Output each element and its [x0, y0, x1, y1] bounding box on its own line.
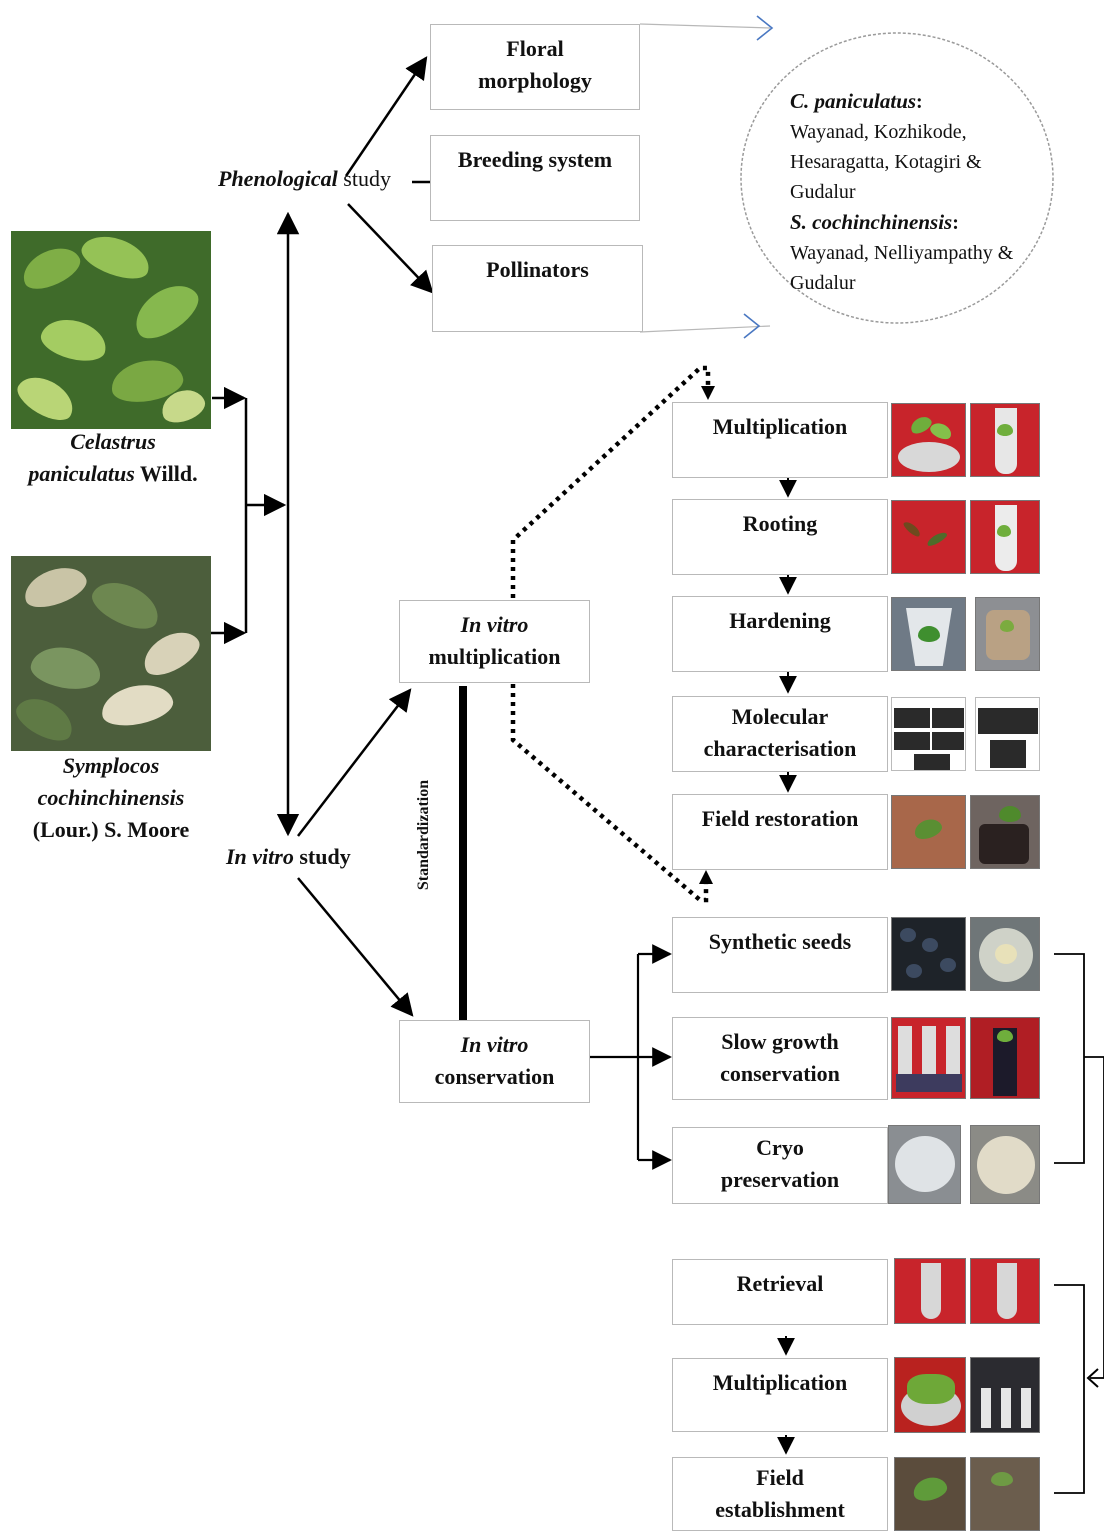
phenology-branches	[344, 56, 434, 294]
s-cochinchinensis-sites: Wayanad, Nelliyampathy & Gudalur	[790, 242, 1014, 294]
step-molecular-box: Molecular characterisation	[672, 696, 888, 772]
retrieval-multiplication-box: Multiplication	[672, 1358, 888, 1432]
step-hardening-box: Hardening	[672, 596, 888, 672]
phenological-study-label: Phenological study	[218, 166, 391, 192]
symplocos-caption: Symplocos cochinchinensis (Lour.) S. Moo…	[8, 750, 214, 846]
molecular-photo-2	[975, 697, 1040, 771]
multiplication-photo-2	[970, 403, 1040, 477]
c-paniculatus-heading: C. paniculatus	[790, 89, 917, 113]
standardization-bar	[459, 686, 467, 1020]
retrieval-photo-2	[970, 1258, 1040, 1324]
field-restoration-photo-1	[891, 795, 966, 869]
invitro-multiplication-box: In vitro multiplication	[399, 600, 590, 683]
rooting-photo-2	[970, 500, 1040, 574]
synthetic-seeds-photo-1	[891, 917, 966, 991]
floral-morphology-box: Floral morphology	[430, 24, 640, 110]
synthetic-seeds-photo-2	[970, 917, 1040, 991]
phenological-rest: study	[337, 166, 391, 191]
collection-sites: C. paniculatus: Wayanad, Kozhikode, Hesa…	[790, 86, 1030, 298]
field-establishment-line-1: Field	[756, 1465, 804, 1490]
ivc-italic: In vitro	[460, 1032, 529, 1057]
rooting-photo-1	[891, 500, 966, 574]
step-multiplication-box: Multiplication	[672, 402, 888, 478]
slow-growth-photo-1	[891, 1017, 966, 1099]
retrieval-multiplication-photo-2	[970, 1357, 1040, 1433]
c-paniculatus-sites: Wayanad, Kozhikode, Hesaragatta, Kotagir…	[790, 121, 982, 203]
c-colon: :	[916, 91, 923, 113]
ivm-rest: multiplication	[428, 644, 561, 669]
step-multiplication-label: Multiplication	[712, 414, 848, 439]
breeding-system-box: Breeding system	[430, 135, 640, 221]
symplocos-author: (Lour.) S. Moore	[32, 817, 190, 842]
invitro-italic: In vitro	[226, 844, 294, 869]
pollinators-box: Pollinators	[432, 245, 643, 332]
step-molecular-line-1: Molecular	[731, 704, 829, 729]
retrieval-box: Retrieval	[672, 1259, 888, 1325]
multiplication-dotted-arrows	[510, 365, 711, 903]
hardening-photo-2	[975, 597, 1040, 671]
celastrus-epithet: paniculatus	[28, 461, 135, 486]
slow-growth-line-1: Slow growth	[721, 1029, 839, 1054]
phenological-italic: Phenological	[218, 166, 338, 191]
step-field-restoration-label: Field restoration	[701, 806, 859, 831]
retrieval-bracket	[1054, 953, 1104, 1494]
slow-growth-photo-2	[970, 1017, 1040, 1099]
celastrus-photo	[11, 231, 211, 429]
cryo-line-2: preservation	[720, 1167, 840, 1192]
hardening-photo-1	[891, 597, 966, 671]
floral-line-1: Floral	[506, 36, 564, 61]
ivc-rest: conservation	[434, 1064, 555, 1089]
slow-growth-line-2: conservation	[720, 1061, 840, 1086]
synthetic-seeds-label: Synthetic seeds	[708, 929, 852, 954]
celastrus-author: Willd.	[139, 461, 198, 486]
step-rooting-box: Rooting	[672, 499, 888, 575]
standardization-label-wrap: Standardization	[410, 755, 438, 915]
invitro-rest: study	[293, 844, 351, 869]
slow-growth-box: Slow growth conservation	[672, 1017, 888, 1100]
ivm-italic: In vitro	[460, 612, 529, 637]
s-colon: :	[952, 212, 959, 234]
symplocos-genus: Symplocos	[62, 753, 160, 778]
cryo-line-1: Cryo	[756, 1135, 804, 1160]
pollinators-line-1: Pollinators	[486, 257, 589, 282]
sites-oval	[740, 32, 1054, 324]
step-hardening-label: Hardening	[729, 608, 831, 633]
s-cochinchinensis-heading: S. cochinchinensis	[790, 210, 953, 234]
sites-callout	[639, 15, 1054, 339]
breeding-line-1: Breeding system	[457, 147, 613, 172]
celastrus-genus: Celastrus	[70, 429, 156, 454]
field-establishment-line-2: establishment	[715, 1497, 845, 1522]
field-restoration-photo-2	[970, 795, 1040, 869]
invitro-conservation-box: In vitro conservation	[399, 1020, 590, 1103]
celastrus-caption: Celastrus paniculatus Willd.	[10, 426, 216, 490]
retrieval-multiplication-photo-1	[894, 1357, 966, 1433]
step-rooting-label: Rooting	[742, 511, 818, 536]
step-field-restoration-box: Field restoration	[672, 794, 888, 870]
field-establishment-photo-1	[894, 1457, 966, 1531]
retrieval-label: Retrieval	[736, 1271, 824, 1296]
step-molecular-line-2: characterisation	[703, 736, 857, 761]
standardization-label: Standardization	[415, 779, 432, 891]
invitro-study-label: In vitro study	[226, 844, 351, 870]
retrieval-photo-1	[894, 1258, 966, 1324]
retrieval-multiplication-label: Multiplication	[712, 1370, 848, 1395]
cryo-box: Cryo preservation	[672, 1127, 888, 1204]
symplocos-epithet: cochinchinensis	[37, 785, 185, 810]
cryo-photo-2	[970, 1125, 1040, 1204]
cryo-photo-1	[888, 1125, 961, 1204]
floral-line-2: morphology	[478, 68, 592, 93]
symplocos-photo	[11, 556, 211, 751]
field-establishment-photo-2	[970, 1457, 1040, 1531]
conservation-branches	[590, 944, 672, 1170]
field-establishment-box: Field establishment	[672, 1457, 888, 1531]
multiplication-photo-1	[891, 403, 966, 477]
molecular-photo-1	[891, 697, 966, 771]
invitro-branches	[297, 688, 414, 1017]
synthetic-seeds-box: Synthetic seeds	[672, 917, 888, 993]
